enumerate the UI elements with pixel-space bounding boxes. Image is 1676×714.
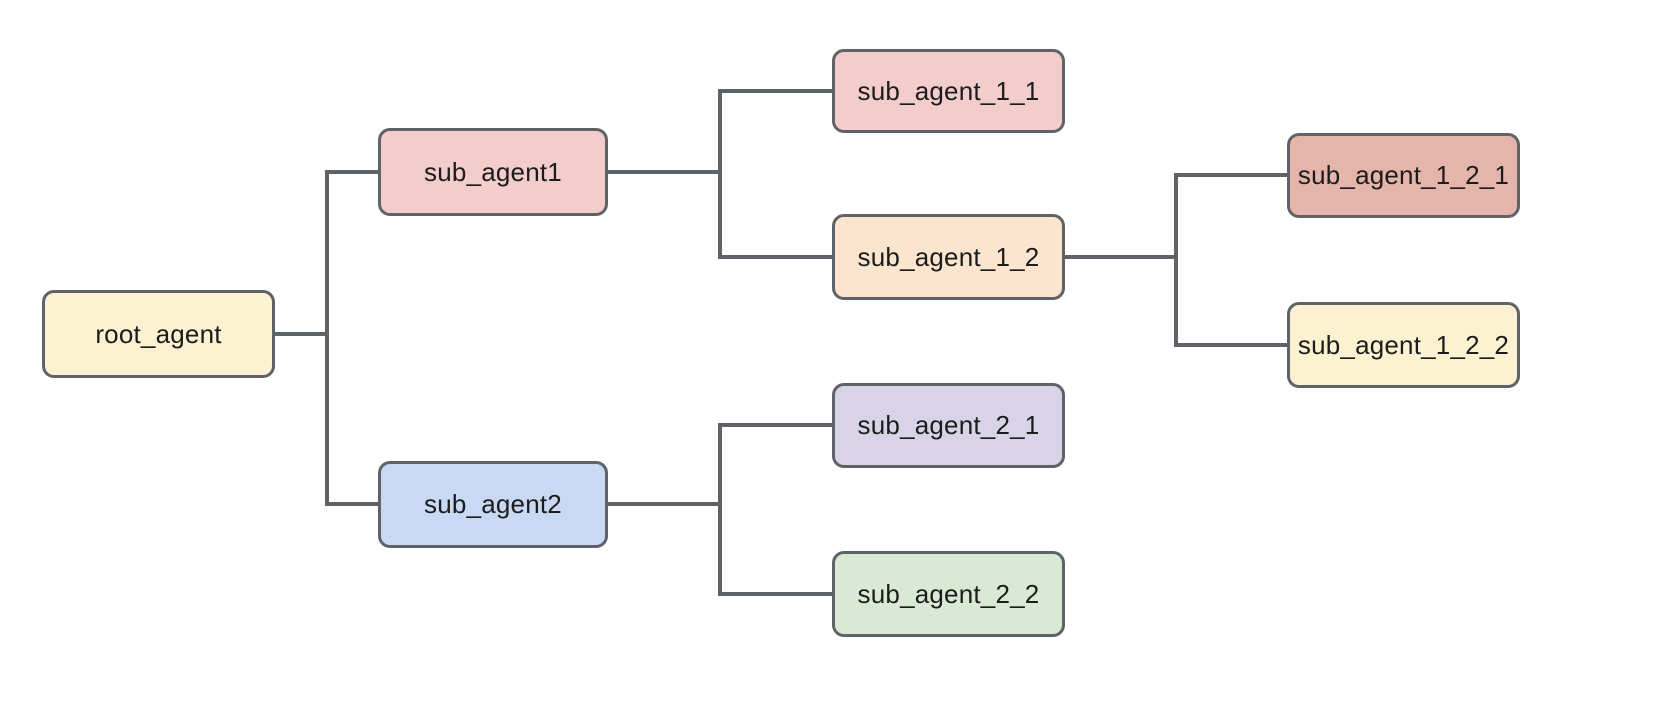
edge-sub_agent_1_2-sub_agent_1_2_2 — [1065, 255, 1287, 347]
edge-root_agent-sub_agent2 — [275, 332, 378, 506]
edge-sub_agent2-sub_agent_2_2 — [608, 502, 832, 596]
edge-sub_agent1-sub_agent_1_1 — [608, 89, 832, 174]
node-sub_agent_1_2_1-label: sub_agent_1_2_1 — [1297, 160, 1510, 190]
edge-group — [275, 89, 1287, 596]
node-sub_agent_2_2-label: sub_agent_2_2 — [857, 578, 1040, 609]
node-sub_agent1: sub_agent1 — [378, 128, 608, 216]
node-sub_agent_1_1-label: sub_agent_1_1 — [857, 75, 1040, 106]
node-sub_agent_2_1: sub_agent_2_1 — [832, 383, 1065, 468]
node-sub_agent1-label: sub_agent1 — [424, 156, 562, 187]
edge-root_agent-sub_agent1 — [275, 170, 378, 336]
node-sub_agent2: sub_agent2 — [378, 461, 608, 548]
edge-sub_agent2-sub_agent_2_1 — [608, 423, 832, 506]
node-sub_agent_1_2-label: sub_agent_1_2 — [857, 241, 1040, 272]
node-sub_agent_1_1: sub_agent_1_1 — [832, 49, 1065, 133]
node-sub_agent_1_2_2: sub_agent_1_2_2 — [1287, 302, 1520, 388]
node-root_agent: root_agent — [42, 290, 275, 378]
node-sub_agent_2_2: sub_agent_2_2 — [832, 551, 1065, 637]
node-root_agent-label: root_agent — [95, 318, 222, 349]
node-sub_agent2-label: sub_agent2 — [424, 489, 562, 519]
edge-sub_agent_1_2-sub_agent_1_2_1 — [1065, 173, 1287, 259]
edge-sub_agent1-sub_agent_1_2 — [608, 170, 832, 259]
node-sub_agent_1_2_1: sub_agent_1_2_1 — [1287, 133, 1520, 218]
node-sub_agent_1_2: sub_agent_1_2 — [832, 214, 1065, 300]
node-sub_agent_2_1-label: sub_agent_2_1 — [857, 410, 1040, 440]
node-sub_agent_1_2_2-label: sub_agent_1_2_2 — [1297, 329, 1510, 360]
